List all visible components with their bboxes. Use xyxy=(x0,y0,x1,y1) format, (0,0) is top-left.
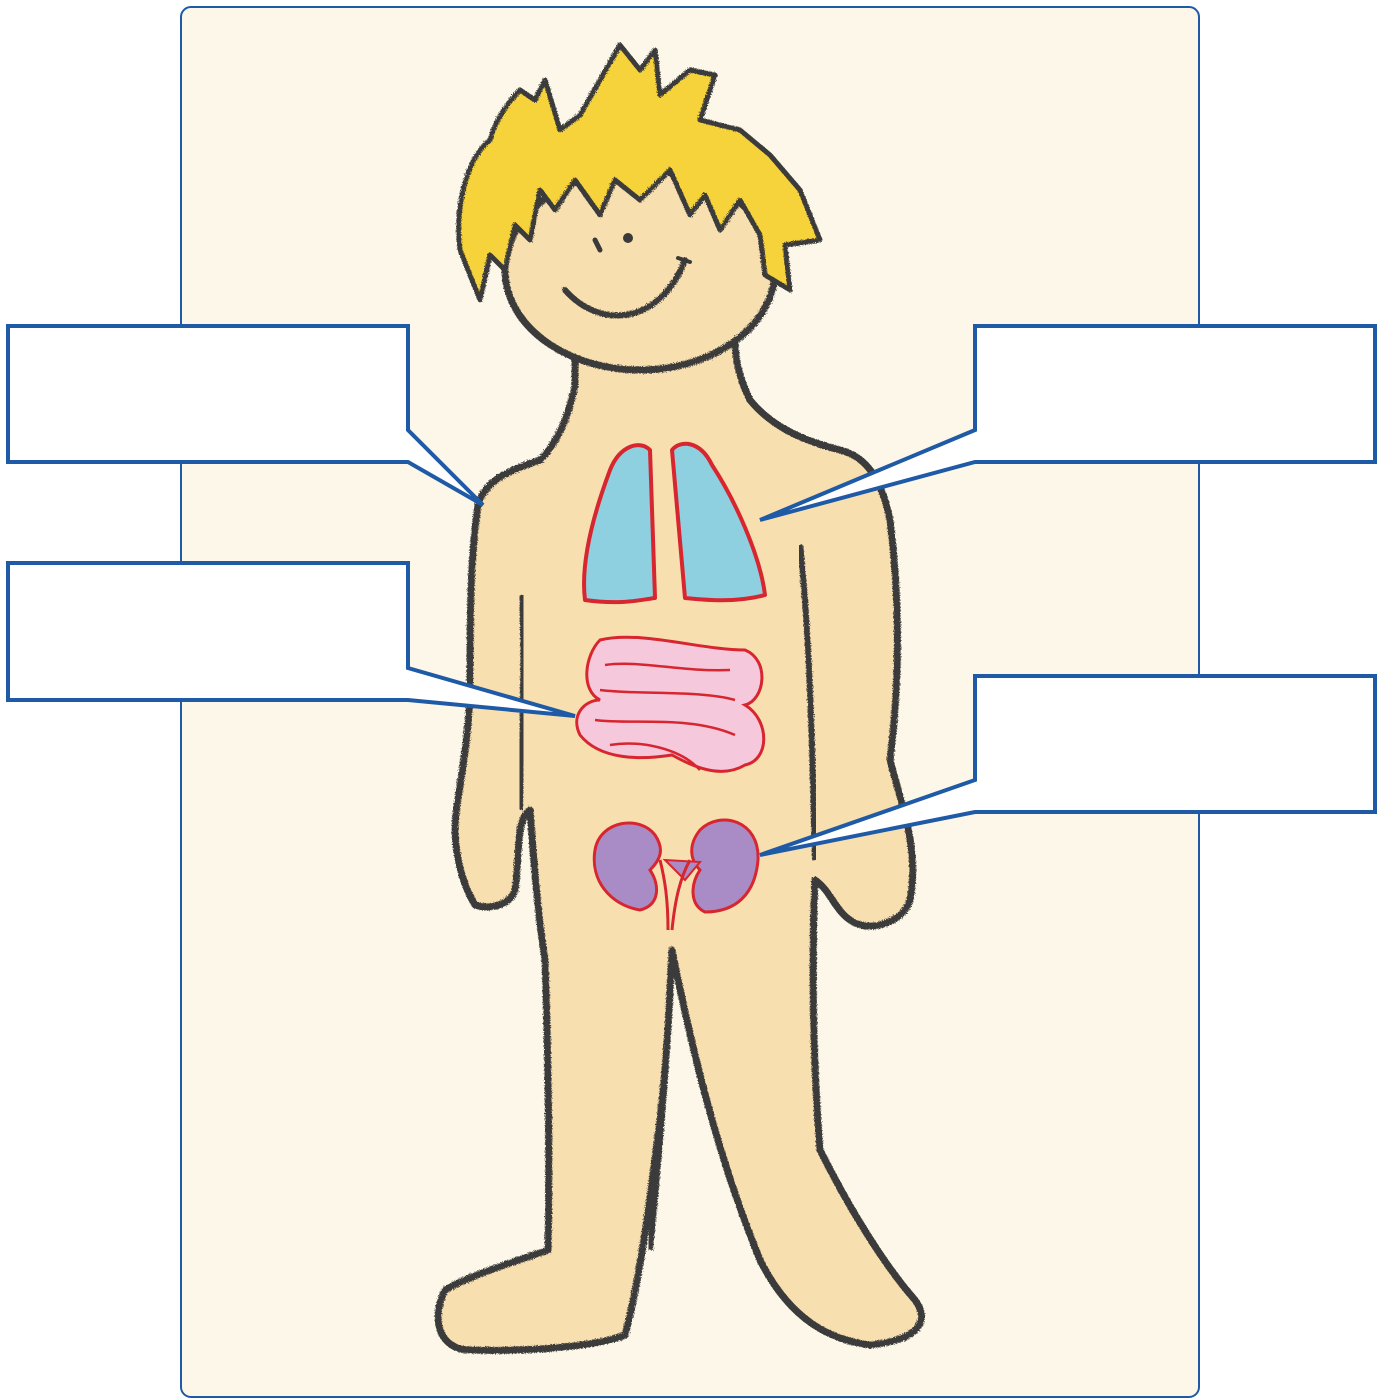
intestines xyxy=(577,637,764,771)
right-eye xyxy=(623,233,633,243)
